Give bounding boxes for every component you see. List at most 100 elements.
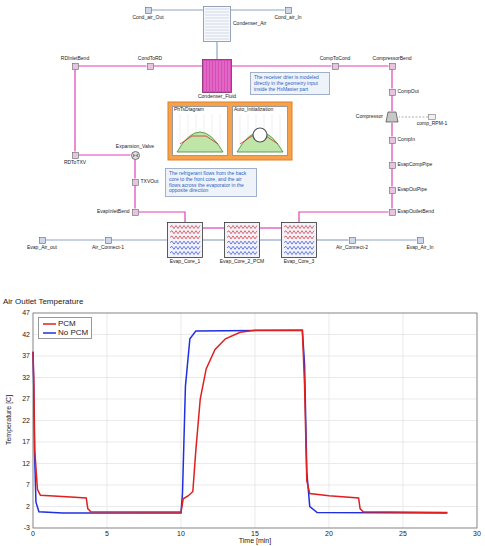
- air-flow-line: [231, 9, 285, 10]
- x-tick-label: 0: [31, 530, 35, 538]
- icon-graphic: [389, 137, 396, 144]
- refrigerant-pipe: [79, 65, 147, 66]
- grid-line: [33, 442, 477, 443]
- grid-line: [33, 485, 477, 486]
- air-flow-line: [356, 239, 417, 240]
- component-label: EvapOutPipe: [398, 187, 427, 193]
- y-tick-label: 42: [0, 331, 30, 339]
- y-tick-label: 7: [0, 481, 30, 489]
- refrigerant-pipe: [391, 144, 392, 162]
- coil-line: [227, 246, 257, 249]
- air-flow-line: [112, 239, 168, 240]
- legend-item: No PCM: [42, 328, 88, 337]
- icon-graphic: [132, 179, 139, 186]
- panel-label: PhTsDiagram: [174, 107, 204, 113]
- icon-graphic: [224, 222, 260, 258]
- component-icon: Compressor: [385, 111, 399, 123]
- icon-graphic: [332, 63, 339, 70]
- component-label: EvapInletBend: [97, 209, 130, 215]
- icon-graphic: [285, 7, 292, 14]
- x-tick-label: 10: [177, 530, 185, 538]
- fin-line: [205, 27, 229, 28]
- component-label: RDInletBend: [61, 56, 89, 62]
- refrigerant-pipe: [74, 70, 75, 152]
- component-label: CondToRD: [138, 56, 162, 62]
- refrigerant-pipe: [339, 65, 389, 66]
- fin-line: [205, 33, 229, 34]
- component-icon: Cond_air_Out: [145, 7, 152, 14]
- component-icon: Air_Connect-2: [349, 237, 356, 244]
- refrigerant-pipe: [79, 154, 131, 155]
- air-flow-line: [152, 9, 204, 10]
- refrigerant-pipe: [232, 65, 332, 66]
- component-icon: CompToCond: [332, 63, 339, 70]
- coil-line: [170, 236, 200, 239]
- pipe-icon: [132, 179, 138, 185]
- component-icon: CompOut: [389, 89, 396, 96]
- coil-line: [227, 241, 257, 244]
- tube-line: [208, 61, 209, 91]
- orange-panel: [168, 102, 292, 160]
- component-icon: EvapOutletBend: [389, 209, 396, 216]
- component-label: EvapCompPipe: [398, 162, 433, 168]
- legend-line: [43, 332, 56, 334]
- component-label: Expansion_Valve: [116, 144, 154, 150]
- coil-line: [227, 236, 257, 239]
- component-icon: Evap_Core_2_PCM: [224, 222, 260, 258]
- tube-line: [220, 61, 221, 91]
- legend-sample: [42, 320, 58, 328]
- component-icon: Air_Connect-1: [105, 237, 112, 244]
- refrigerant-pipe: [391, 96, 392, 112]
- legend-sample: [42, 329, 58, 337]
- component-icon: CompressorBend: [389, 63, 396, 70]
- fin-line: [205, 21, 229, 22]
- pipe-icon: [389, 89, 395, 95]
- coil-line: [227, 226, 257, 229]
- component-label: Air_Connect-2: [336, 245, 368, 251]
- pipe-icon: [147, 63, 153, 69]
- grid-line: [33, 356, 477, 357]
- note-box: The refrigerant flows from the back core…: [165, 168, 257, 197]
- air-flow-line: [216, 42, 217, 59]
- component-icon: Expansion_Valve: [131, 151, 140, 160]
- component-icon: CondToRD: [147, 63, 154, 70]
- component-icon: TXVOut: [132, 179, 139, 186]
- component-icon: Evap_Core_1: [167, 222, 203, 258]
- y-tick-label: 27: [0, 395, 30, 403]
- fin-line: [205, 36, 229, 37]
- component-icon: Evap_Air_out: [39, 237, 46, 244]
- legend-line: [43, 323, 56, 325]
- y-tick-label: 17: [0, 438, 30, 446]
- pipe-icon: [145, 7, 151, 13]
- component-label: RDToTXV: [64, 160, 86, 166]
- condenser-fluid-icon: [203, 60, 232, 93]
- fin-line: [205, 24, 229, 25]
- pipe-icon: [389, 209, 395, 215]
- component-label: TXVOut: [141, 179, 159, 185]
- component-label: Cond_air_In: [274, 15, 301, 21]
- pipe-icon: [39, 237, 45, 243]
- tube-line: [226, 61, 227, 91]
- icon-graphic: [417, 237, 424, 244]
- icon-graphic: [145, 7, 152, 14]
- refrigerant-pipe: [299, 212, 389, 222]
- icon-graphic: [39, 237, 46, 244]
- pipe-icon: [332, 63, 338, 69]
- component-icon: EvapInletBend: [132, 209, 139, 216]
- component-icon: Evap_Core_3: [281, 222, 317, 258]
- component-icon: comp_RPM-1: [428, 114, 436, 120]
- tube-line: [217, 61, 218, 91]
- tube-line: [214, 61, 215, 91]
- note-text: The receiver drier is modeled directly i…: [254, 75, 326, 92]
- pipe-icon: [285, 7, 291, 13]
- x-tick-label: 15: [251, 530, 259, 538]
- refrigerant-pipe: [139, 212, 186, 222]
- grid-line: [33, 463, 477, 464]
- refrigerant-pipe: [391, 70, 392, 89]
- axis-title: Temperature [C]: [5, 395, 13, 445]
- panel-frame: [233, 107, 288, 156]
- icon-graphic: [389, 187, 396, 194]
- icon-graphic: [202, 59, 232, 93]
- coil-line: [170, 241, 200, 244]
- tool-panel: PhTsDiagram: [172, 106, 228, 156]
